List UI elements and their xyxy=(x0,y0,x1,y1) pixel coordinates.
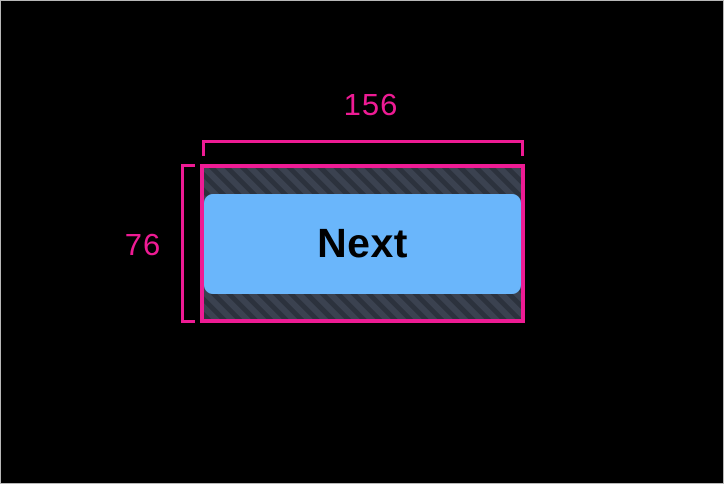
width-measurement-bracket xyxy=(202,140,524,156)
element-highlight-outline: Next xyxy=(200,164,525,323)
next-button[interactable]: Next xyxy=(204,193,521,294)
padding-hatch-region: Next xyxy=(204,168,521,319)
width-measurement-label: 156 xyxy=(343,87,399,122)
height-measurement-bracket xyxy=(181,164,195,323)
height-measurement-label: 76 xyxy=(124,227,162,262)
